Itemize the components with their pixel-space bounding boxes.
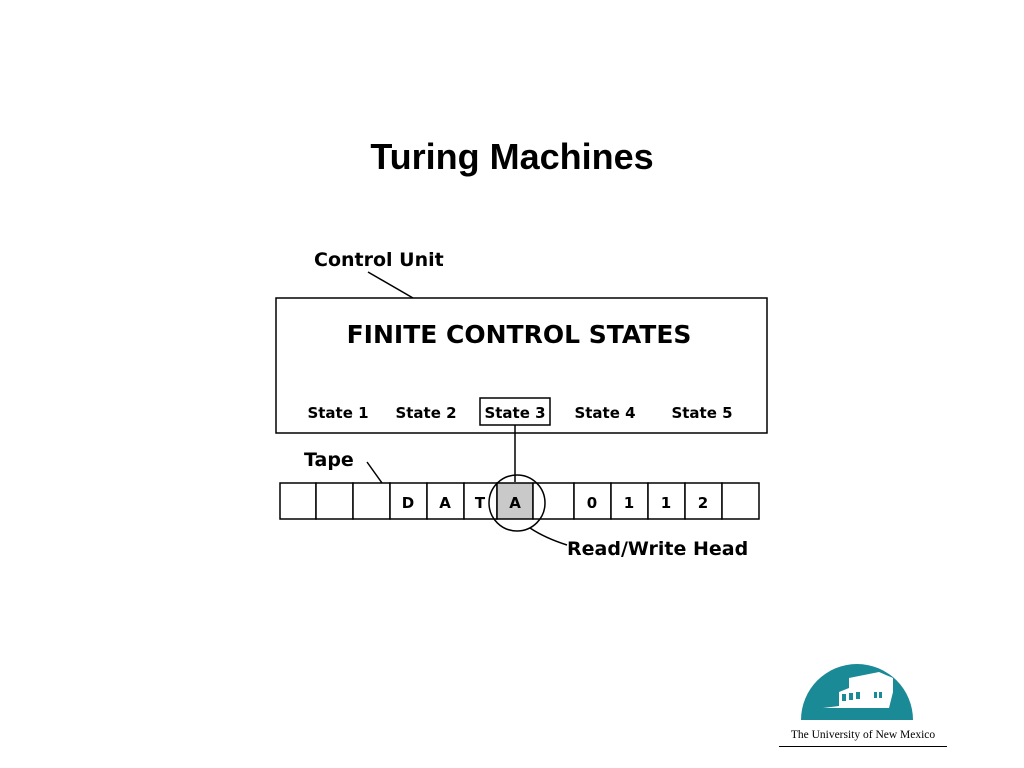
tape-leader <box>366 461 383 484</box>
tape-cell <box>532 482 575 520</box>
logo-caption: The University of New Mexico <box>790 729 936 741</box>
state-1-label: State 1 <box>307 404 368 422</box>
tape-symbol: 2 <box>698 494 708 512</box>
tape-symbol: T <box>475 494 486 512</box>
state-5-label: State 5 <box>671 404 732 422</box>
tape-cell <box>426 482 465 520</box>
state-4-label: State 4 <box>574 404 635 422</box>
read-write-head-label: Read/Write Head <box>567 538 748 560</box>
tape-symbol: 1 <box>661 494 671 512</box>
tape-cell-under-head <box>496 482 534 520</box>
page-title: Turing Machines <box>370 136 654 177</box>
tape-symbol: D <box>402 494 414 512</box>
tape-cell <box>352 482 391 520</box>
logo-divider <box>779 746 947 747</box>
tape-cell <box>684 482 723 520</box>
tape-symbol-under-head: A <box>509 494 521 512</box>
logo-building-icon <box>823 672 893 708</box>
control-unit-box <box>275 297 768 434</box>
tape-cell <box>573 482 612 520</box>
tape-cell <box>721 482 760 520</box>
tape-cell <box>279 482 317 520</box>
control-unit-leader <box>367 271 414 299</box>
box-heading: FINITE CONTROL STATES <box>347 320 692 349</box>
tape-symbol: 0 <box>587 494 597 512</box>
university-logo <box>801 664 913 720</box>
read-write-head-leader <box>529 527 568 546</box>
tape-cell <box>315 482 354 520</box>
state-3-label: State 3 <box>484 404 545 422</box>
tape-symbol: A <box>439 494 451 512</box>
state-2-label: State 2 <box>395 404 456 422</box>
read-write-head-circle <box>488 474 546 532</box>
tape-symbol: 1 <box>624 494 634 512</box>
control-unit-label: Control Unit <box>314 249 444 271</box>
tape: D A T A 0 1 1 2 <box>279 482 760 520</box>
tape-label: Tape <box>304 449 354 471</box>
